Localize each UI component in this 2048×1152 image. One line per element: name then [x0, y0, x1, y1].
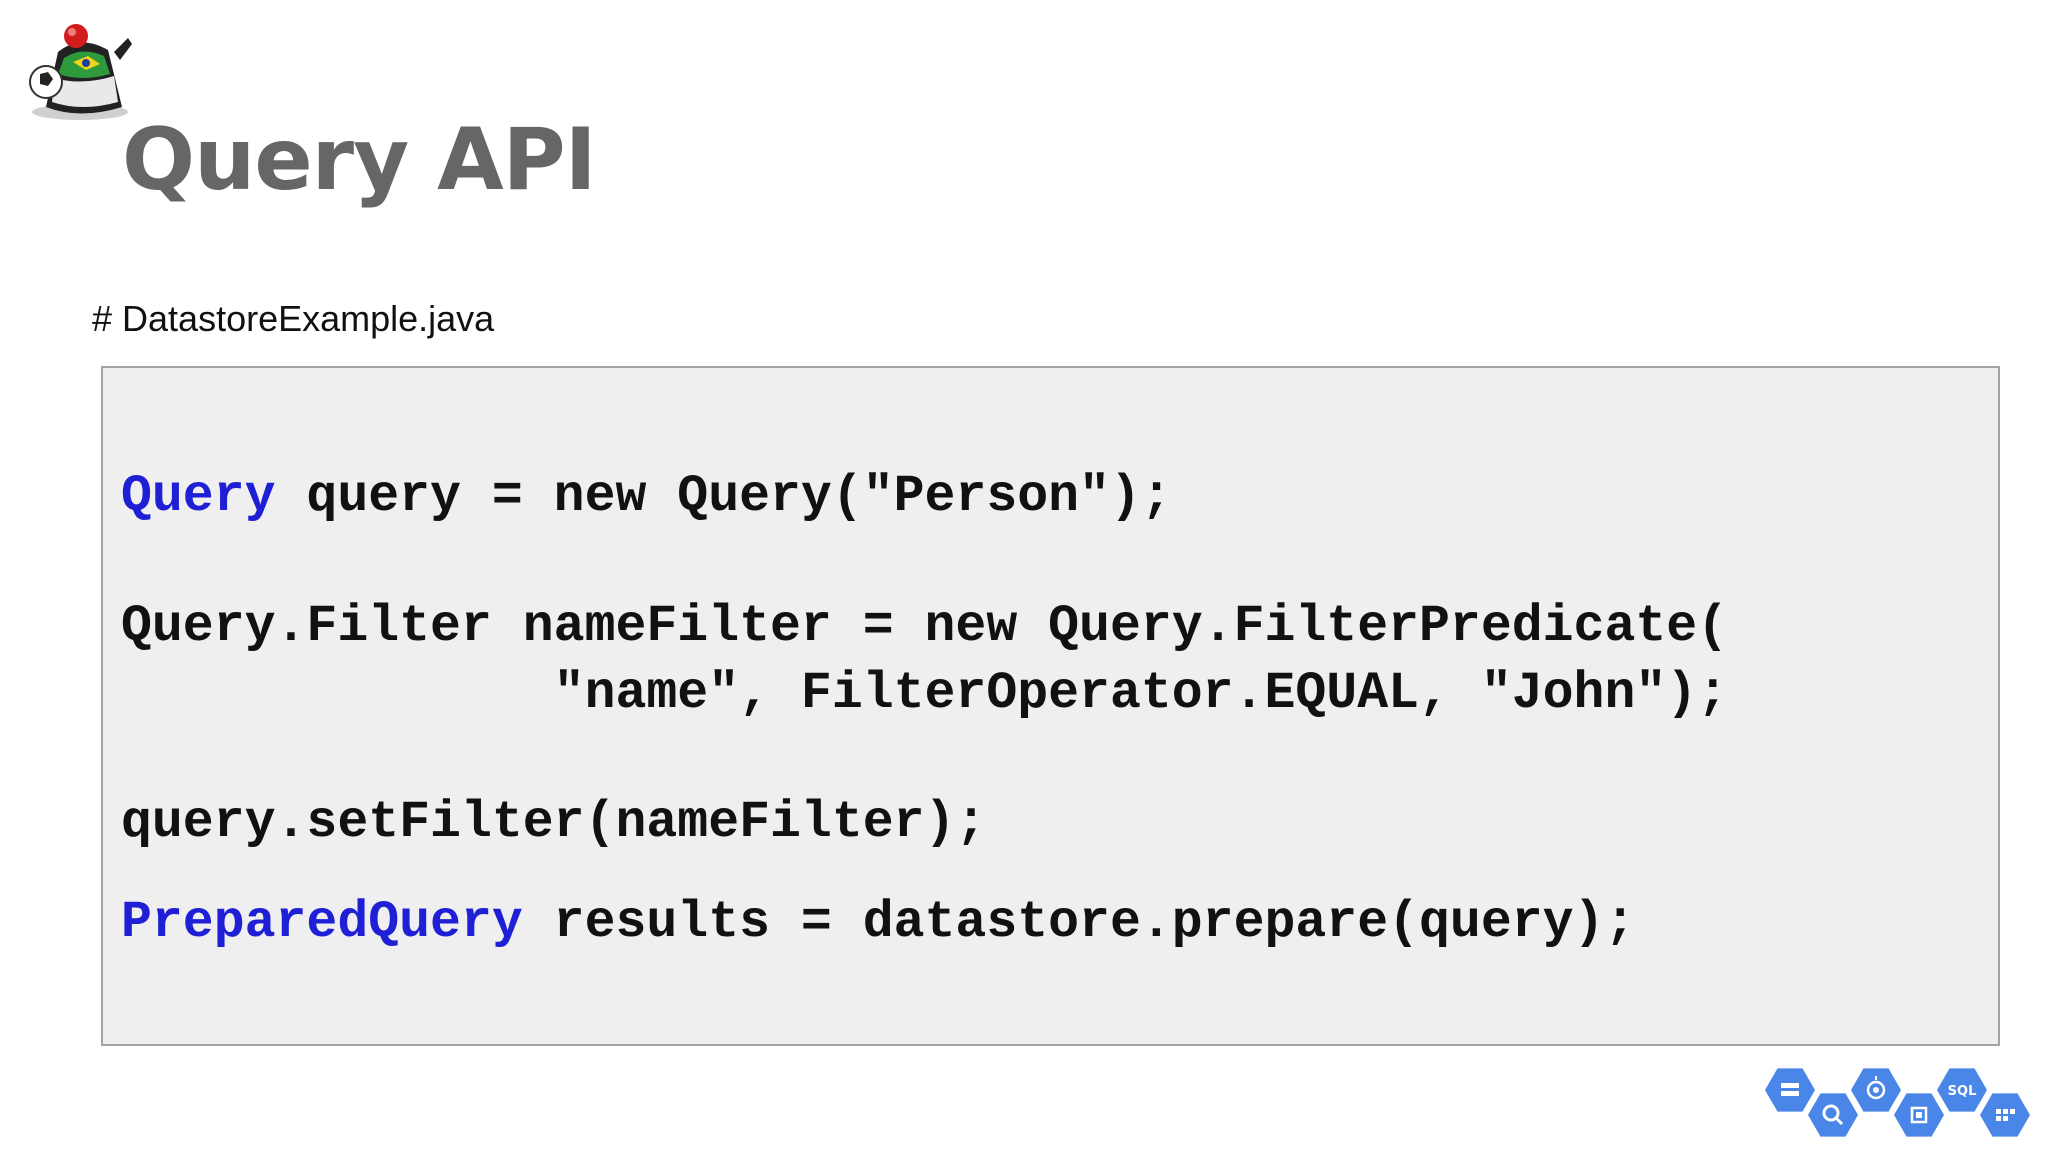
cloud-products-icons: SQL	[1765, 1068, 2030, 1137]
duke-mascot-icon	[29, 24, 132, 120]
sql-label: SQL	[1948, 1084, 1977, 1099]
code-line-4: query.setFilter(nameFilter);	[121, 794, 987, 852]
slide-title: Query API	[122, 110, 597, 210]
search-icon	[1808, 1093, 1858, 1137]
sql-icon: SQL	[1937, 1068, 1987, 1112]
target-icon	[1851, 1068, 1901, 1112]
code-line-3: "name", FilterOperator.EQUAL, "John");	[121, 665, 1729, 723]
grid-icon	[1980, 1093, 2030, 1137]
code-text: results = datastore.prepare(query);	[522, 894, 1636, 952]
code-type-query: Query	[121, 468, 276, 526]
code-text: query = new Query("Person");	[275, 468, 1172, 526]
storage-icon	[1765, 1068, 1815, 1112]
code-block: Query query = new Query("Person"); Query…	[101, 366, 2000, 1046]
code-line-2: Query.Filter nameFilter = new Query.Filt…	[121, 598, 1729, 656]
code-line-1: Query query = new Query("Person");	[121, 471, 1172, 524]
code-type-preparedquery: PreparedQuery	[121, 894, 523, 952]
chip-icon	[1894, 1093, 1944, 1137]
code-filename: # DatastoreExample.java	[92, 298, 495, 339]
code-line-5: PreparedQuery results = datastore.prepar…	[121, 897, 1635, 950]
